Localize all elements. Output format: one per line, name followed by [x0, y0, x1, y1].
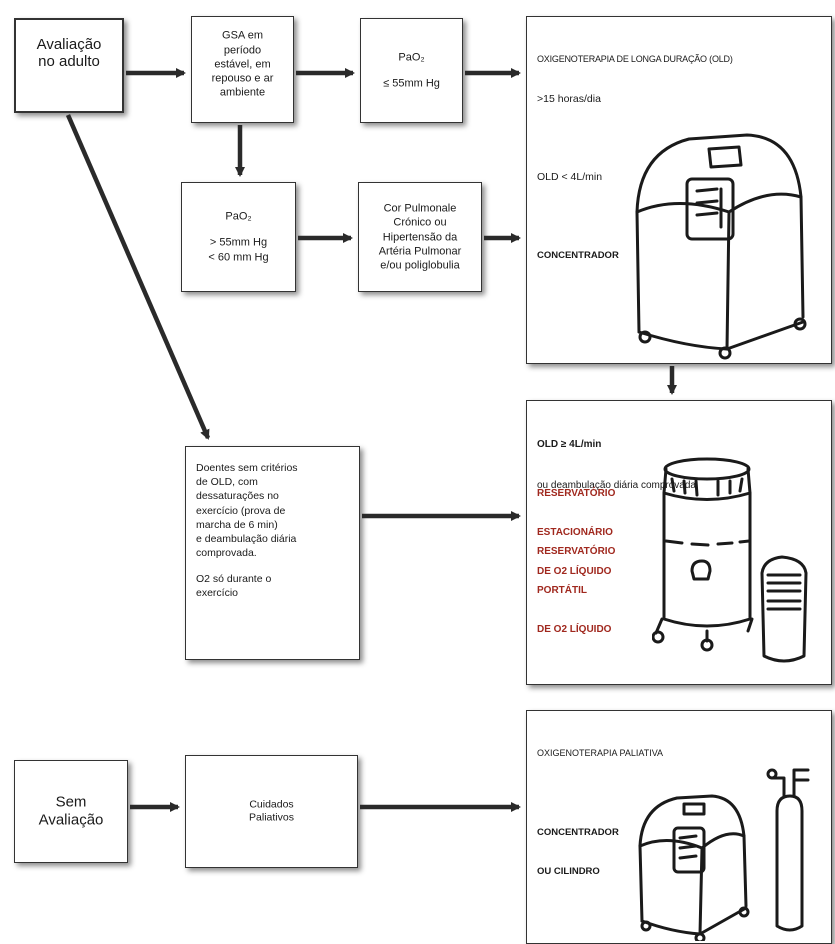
- gsa-line-1: GSA em: [222, 29, 263, 42]
- doentes-line-1: Doentes sem critérios: [196, 462, 298, 474]
- old-device: CONCENTRADOR: [537, 249, 619, 261]
- pao2-mid-range-high: > 55mm Hg: [209, 236, 268, 249]
- res2-line-3: DE O2 LÍQUIDO: [537, 624, 612, 635]
- doentes-box: Doentes sem critérios de OLD, com dessat…: [185, 446, 360, 660]
- doentes-line-5: marcha de 6 min): [196, 518, 278, 531]
- pao2-low-box: PaO₂ ≤ 55mm Hg: [360, 18, 463, 123]
- res1-line-3: DE O2 LÍQUIDO: [537, 566, 612, 577]
- pao2-low-label: PaO₂: [398, 51, 425, 64]
- sem-avaliacao-line-2: Avaliação: [38, 811, 104, 829]
- doentes-line-2: de OLD, com: [196, 476, 258, 489]
- paliativa-panel: OXIGENOTERAPIA PALIATIVA CONCENTRADOR OU…: [526, 710, 832, 944]
- cor-pulmonale-line-3: Hipertensão da: [382, 230, 458, 243]
- res1-line-2: ESTACIONÁRIO: [537, 527, 613, 538]
- deamb-panel: OLD ≥ 4L/min ou deambulação diária compr…: [526, 400, 832, 685]
- res1-line-1: RESERVATÓRIO: [537, 488, 616, 499]
- deamb-line: ou deambulação diária comprovada: [537, 479, 696, 491]
- paliativa-title: OXIGENOTERAPIA PALIATIVA: [537, 748, 664, 759]
- doentes-line-3: dessaturações no: [196, 490, 279, 503]
- old-title: OXIGENOTERAPIA DE LONGA DURAÇÃO (OLD): [537, 54, 733, 65]
- deamb-flow: OLD ≥ 4L/min: [537, 439, 602, 451]
- doentes-line-4: exercício (prova de: [196, 504, 286, 517]
- sem-avaliacao-box: Sem Avaliação: [14, 760, 128, 863]
- cor-pulmonale-line-4: Artéria Pulmonar: [378, 245, 462, 258]
- gsa-line-3: estável, em: [214, 58, 271, 71]
- pao2-mid-label: PaO₂: [225, 210, 252, 223]
- pao2-low-value: ≤ 55mm Hg: [383, 77, 440, 90]
- pao2-mid-box: PaO₂ > 55mm Hg < 60 mm Hg: [181, 182, 296, 292]
- avaliacao-box: Avaliação no adulto: [14, 18, 124, 113]
- paliativa-device-line-1: CONCENTRADOR: [537, 826, 619, 838]
- gsa-line-5: ambiente: [219, 86, 266, 99]
- doentes-o2-line-2: exercício: [196, 587, 239, 600]
- avaliacao-line-1: Avaliação: [36, 35, 102, 53]
- avaliacao-line-2: no adulto: [38, 52, 100, 70]
- doentes-line-7: comprovada.: [196, 547, 257, 560]
- cor-pulmonale-line-5: e/ou poliglobulia: [380, 259, 460, 272]
- arrow-avaliacao-to-doentes: [65, 114, 211, 440]
- pao2-mid-range-low: < 60 mm Hg: [208, 251, 269, 264]
- gsa-line-2: período: [223, 43, 262, 56]
- cor-pulmonale-line-1: Cor Pulmonale: [383, 202, 457, 215]
- cuidados-box: Cuidados Paliativos: [185, 755, 358, 868]
- old-hours: >15 horas/dia: [537, 93, 601, 106]
- sem-avaliacao-line-1: Sem: [55, 792, 87, 810]
- cor-pulmonale-box: Cor Pulmonale Crónico ou Hipertensão da …: [358, 182, 482, 292]
- cuidados-line-2: Paliativos: [249, 811, 294, 824]
- gsa-line-4: repouso e ar: [211, 72, 274, 85]
- doentes-line-6: e deambulação diária: [196, 532, 297, 545]
- old-panel: OXIGENOTERAPIA DE LONGA DURAÇÃO (OLD) >1…: [526, 16, 832, 364]
- gsa-box: GSA em período estável, em repouso e ar …: [191, 16, 294, 123]
- old-flow: OLD < 4L/min: [537, 171, 603, 184]
- cor-pulmonale-line-2: Crónico ou: [393, 216, 447, 229]
- concentrator-illustration: [635, 133, 807, 360]
- res2-line-1: RESERVATÓRIO: [537, 546, 616, 557]
- cuidados-line-1: Cuidados: [249, 797, 294, 810]
- res2-line-2: PORTÁTIL: [537, 585, 587, 596]
- concentrator-cylinder-illustration: [638, 768, 810, 941]
- paliativa-device-line-2: OU CILINDRO: [537, 866, 600, 878]
- liquid-oxygen-reservoir-illustration: [652, 457, 808, 663]
- doentes-o2-line-1: O2 só durante o: [196, 573, 272, 586]
